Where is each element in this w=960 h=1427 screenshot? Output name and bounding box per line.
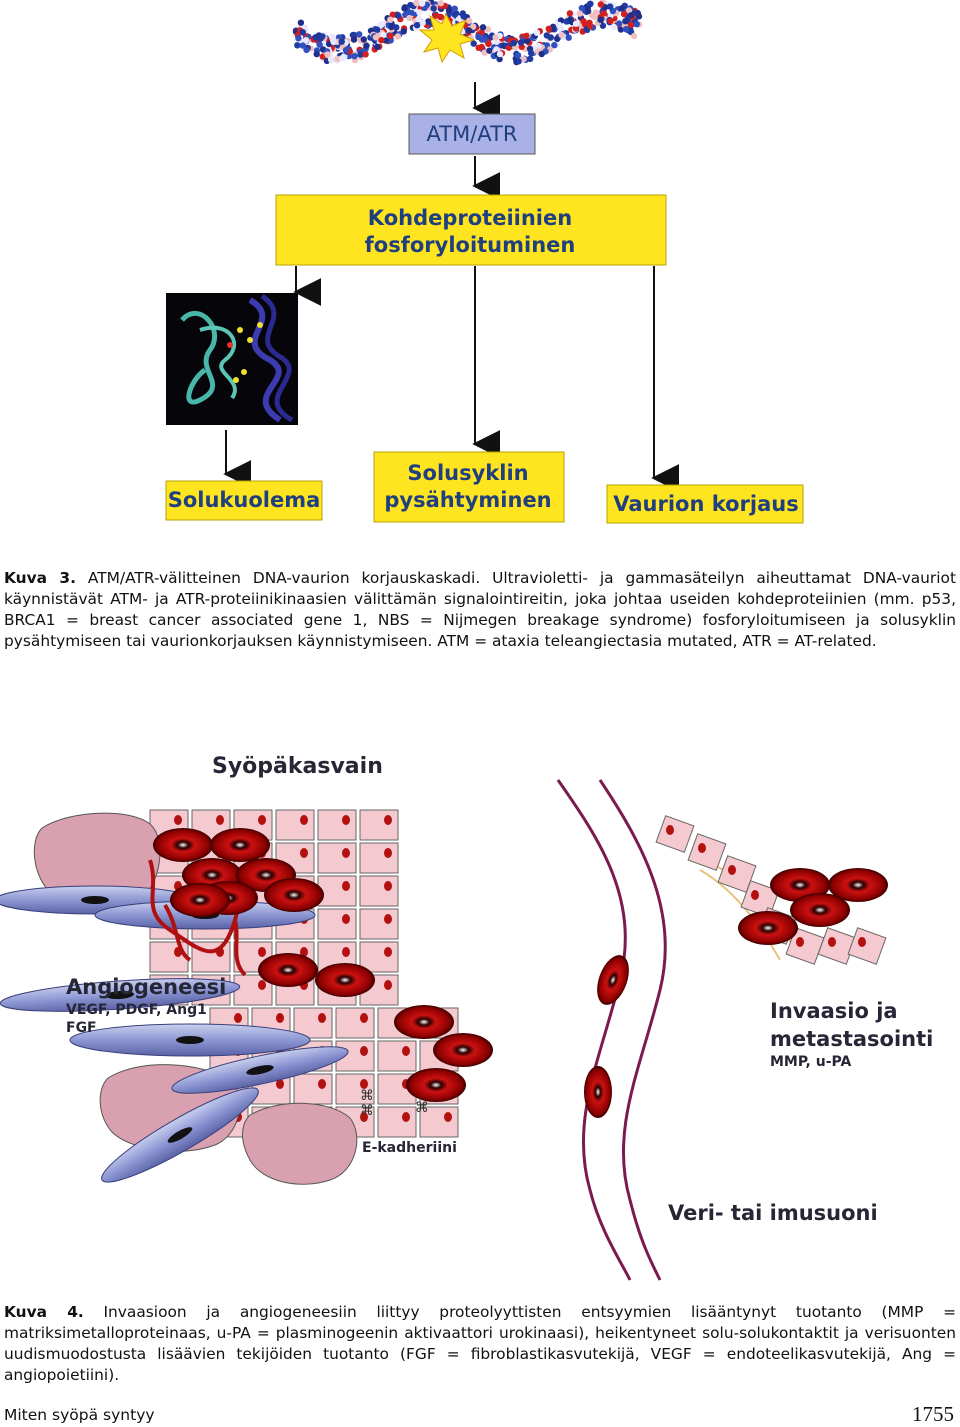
footer-title: Miten syöpä syntyy	[4, 1406, 155, 1424]
cell-cycle-arrest-box: Solusyklin pysähtyminen	[373, 451, 565, 523]
invasion-title-1: Invaasio ja	[770, 999, 898, 1023]
damage-repair-box: Vaurion korjaus	[606, 484, 804, 524]
page-number: 1755	[912, 1402, 954, 1426]
figure-4-caption-text: Invaasioon ja angiogeneesiin liittyy pro…	[4, 1303, 956, 1384]
target-box-line2: fosforyloituminen	[365, 233, 576, 257]
figure-3-caption-label: Kuva 3.	[4, 569, 76, 587]
svg-text:⌘: ⌘	[360, 1102, 374, 1118]
cell-death-label: Solukuolema	[168, 488, 321, 512]
target-phosphorylation-box: Kohdeproteiinien fosforyloituminen	[275, 194, 667, 266]
cycle-box-line2: pysähtyminen	[384, 488, 551, 512]
atm-atr-label: ATM/ATR	[427, 122, 518, 146]
invading-cells	[655, 815, 888, 965]
cancer-cells	[153, 828, 493, 1102]
e-cadherin-label: E-kadheriini	[362, 1140, 457, 1156]
figure-3-diagram: ATM/ATR Kohdeproteiinien fosforyloitumin…	[165, 0, 804, 524]
protein-structure-image	[166, 293, 298, 425]
angiogenesis-factors-1: VEGF, PDGF, Ang1	[66, 1002, 207, 1018]
target-box-line1: Kohdeproteiinien	[368, 206, 572, 230]
e-cadherin-marks: ⌘ ⌘ ⌘	[360, 1087, 429, 1118]
svg-text:⌘: ⌘	[415, 1099, 429, 1115]
cycle-box-line1: Solusyklin	[407, 461, 528, 485]
vessel-label: Veri- tai imusuoni	[668, 1201, 878, 1225]
tumor-title: Syöpäkasvain	[212, 754, 383, 779]
cell-death-box: Solukuolema	[165, 480, 323, 521]
invasion-title-2: metastasointi	[770, 1027, 933, 1051]
figure-4-diagram: Syöpäkasvain ⌘ ⌘ ⌘ Angiogeneesi VEGF, PD…	[0, 754, 933, 1281]
svg-text:⌘: ⌘	[360, 1087, 374, 1103]
blood-vessel	[556, 779, 667, 1281]
invasion-factors: MMP, u-PA	[770, 1054, 851, 1070]
repair-label: Vaurion korjaus	[613, 492, 798, 516]
figure-3-caption-text: ATM/ATR-välitteinen DNA-vaurion korjausk…	[4, 569, 956, 650]
angiogenesis-title: Angiogeneesi	[66, 975, 226, 999]
figure-4-caption: Kuva 4. Invaasioon ja angiogeneesiin lii…	[4, 1302, 956, 1386]
dna-helix-image	[292, 0, 644, 72]
angiogenesis-factors-2: FGF	[66, 1020, 97, 1036]
atm-atr-box: ATM/ATR	[408, 113, 536, 155]
damage-starburst-icon	[418, 12, 476, 64]
figure-4-caption-label: Kuva 4.	[4, 1303, 84, 1321]
figure-3-caption: Kuva 3. ATM/ATR-välitteinen DNA-vaurion …	[4, 568, 956, 652]
endothelial-cells	[0, 885, 349, 1183]
